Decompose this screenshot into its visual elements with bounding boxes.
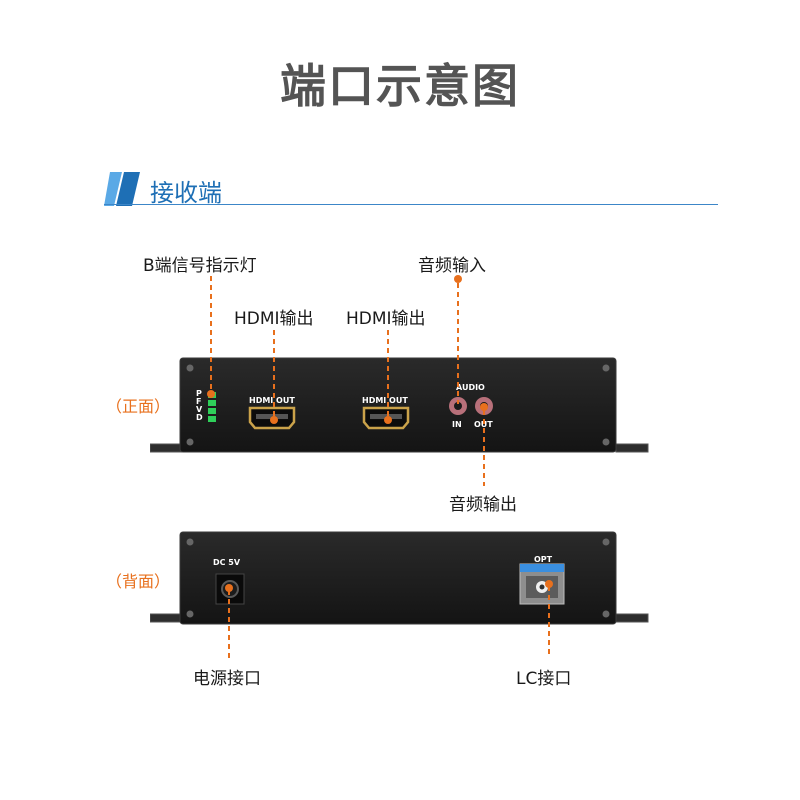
screw-icon <box>602 538 610 546</box>
callout-led-label: B端信号指示灯 <box>143 256 257 276</box>
led-letter-v: V <box>196 405 203 414</box>
back-side-label: （背面） <box>106 572 171 591</box>
callout-dot <box>207 390 215 398</box>
led-letter-p: P <box>196 389 202 398</box>
callout-audio-in-label: 音频输入 <box>418 256 486 276</box>
dc-label: DC 5V <box>213 558 241 567</box>
section-header: 接收端 <box>104 170 718 208</box>
callout-dot <box>270 416 278 424</box>
section-divider <box>104 204 718 205</box>
callout-lc-label: LC接口 <box>516 669 572 689</box>
audio-label: AUDIO <box>456 383 485 392</box>
screw-icon <box>186 610 194 618</box>
led-indicator <box>208 416 216 422</box>
section-title: 接收端 <box>150 179 222 207</box>
screw-icon <box>602 364 610 372</box>
callout-dot <box>545 580 553 588</box>
callout-hdmi-1-label: HDMI输出 <box>234 309 314 329</box>
callout-dot <box>454 275 462 283</box>
screw-icon <box>186 538 194 546</box>
callout-dot <box>225 584 233 592</box>
callout-hdmi-2-label: HDMI输出 <box>346 309 426 329</box>
screw-icon <box>186 364 194 372</box>
callout-audio-out-label: 音频输出 <box>449 495 517 515</box>
audio-in-jack <box>449 397 467 415</box>
front-panel <box>150 357 649 453</box>
audio-in-label: IN <box>452 420 462 429</box>
callout-dot <box>384 416 392 424</box>
opt-label: OPT <box>534 555 553 564</box>
screw-icon <box>186 438 194 446</box>
callout-power-label: 电源接口 <box>193 669 261 689</box>
hdmi-port-1-label: HDMI OUT <box>249 396 295 405</box>
section-marker-icon <box>104 172 140 206</box>
screw-icon <box>602 438 610 446</box>
front-side-label: （正面） <box>106 397 171 416</box>
led-letter-f: F <box>196 397 202 406</box>
audio-out-label: OUT <box>474 420 493 429</box>
hdmi-port-2-label: HDMI OUT <box>362 396 408 405</box>
sfp-module <box>519 563 565 605</box>
callout-dot <box>480 403 488 411</box>
back-panel <box>150 531 649 625</box>
led-indicator <box>208 408 216 414</box>
screw-icon <box>602 610 610 618</box>
led-letter-d: D <box>196 413 203 422</box>
back-body <box>179 531 617 625</box>
led-indicator <box>208 400 216 406</box>
page-title: 端口示意图 <box>280 59 520 113</box>
